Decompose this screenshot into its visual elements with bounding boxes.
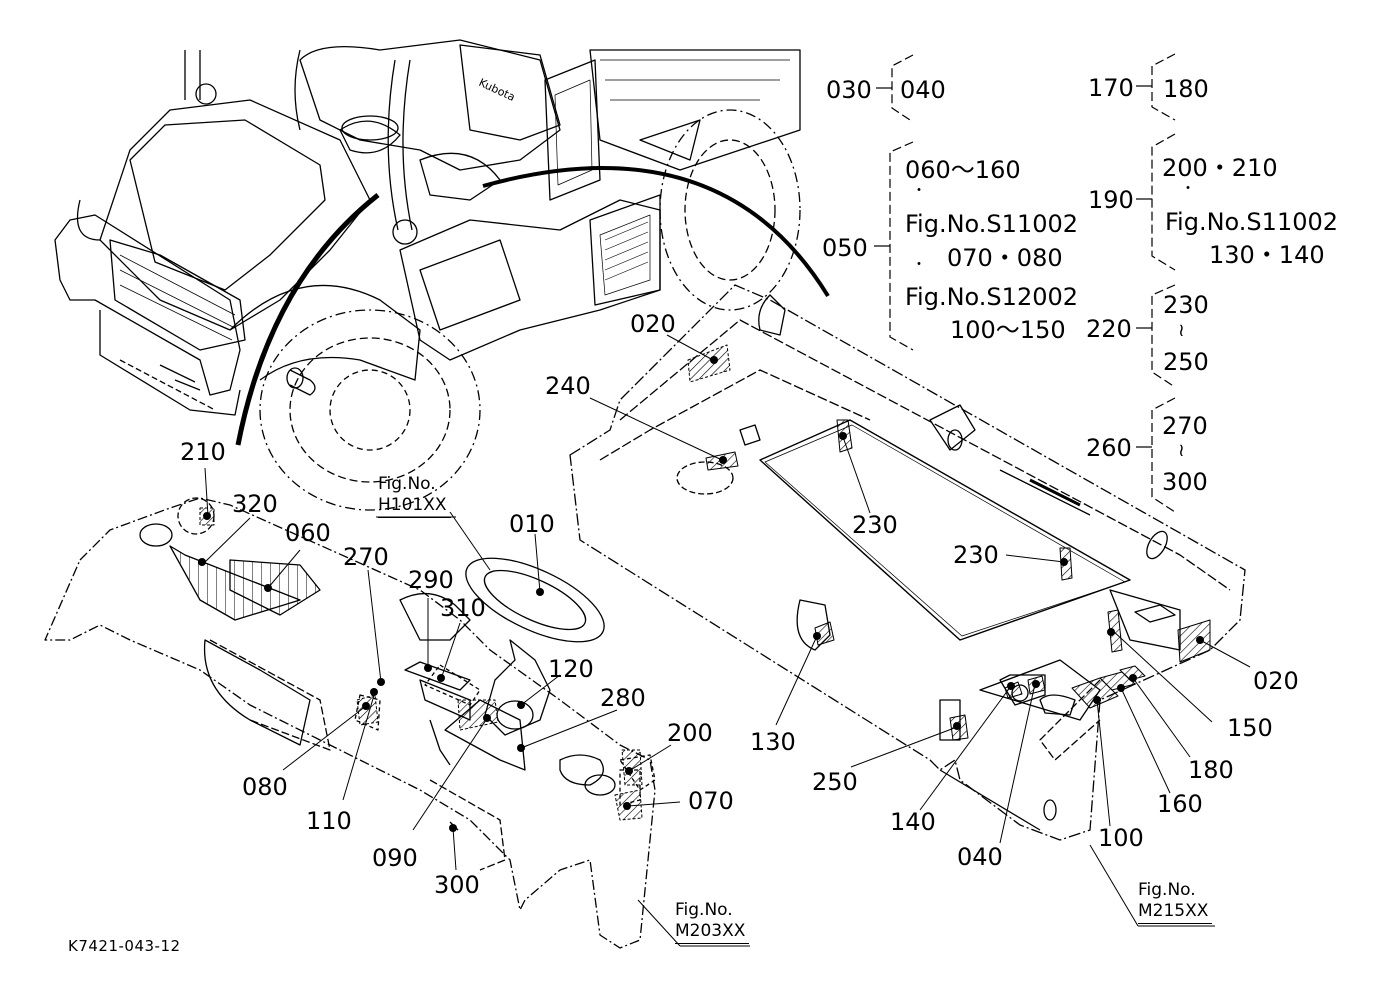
group-ticks xyxy=(874,85,1152,448)
callout-150: 150 xyxy=(1227,714,1273,742)
group-parent-220: 220 xyxy=(1086,315,1132,343)
group-parent-260: 260 xyxy=(1086,434,1132,462)
callout-230-right: 230 xyxy=(953,541,999,569)
callout-100: 100 xyxy=(1098,824,1144,852)
figure-ref-number: M203XX xyxy=(675,921,750,944)
group-item: 180 xyxy=(1163,75,1209,103)
leader-lines xyxy=(204,334,1251,947)
callout-280: 280 xyxy=(600,684,646,712)
group-item: 130・140 xyxy=(1209,241,1325,269)
group-range-tilde: ≀ xyxy=(1178,320,1185,341)
callout-240: 240 xyxy=(545,372,591,400)
drawing-code: K7421-043-12 xyxy=(68,937,181,955)
callout-110: 110 xyxy=(306,807,352,835)
callout-120: 120 xyxy=(548,655,594,683)
callout-270: 270 xyxy=(343,543,389,571)
group-item: 060～160 xyxy=(905,156,1021,184)
group-parent-050: 050 xyxy=(822,234,868,262)
callout-010: 010 xyxy=(509,510,555,538)
label-patches xyxy=(687,344,1211,741)
group-item: 100～150 xyxy=(950,316,1066,344)
callout-060: 060 xyxy=(285,519,331,547)
group-item: Fig.No.S12002 xyxy=(905,283,1079,311)
callout-dots xyxy=(198,356,1204,832)
cargo-bed-illustration xyxy=(569,284,1246,841)
group-parent-190: 190 xyxy=(1088,186,1134,214)
callout-180: 180 xyxy=(1188,756,1234,784)
group-item: 230 xyxy=(1163,291,1209,319)
figure-ref-m203xx[interactable]: Fig.No. M203XX xyxy=(675,900,750,944)
vehicle-illustration: Kubota xyxy=(54,39,801,511)
group-item: 270 xyxy=(1162,412,1208,440)
group-item: 250 xyxy=(1163,348,1209,376)
group-parent-030: 030 xyxy=(826,76,872,104)
figure-ref-number: M215XX xyxy=(1138,901,1213,924)
callout-310: 310 xyxy=(440,594,486,622)
callout-320: 320 xyxy=(232,490,278,518)
figure-ref-h101xx[interactable]: Fig.No. H101XX xyxy=(378,474,451,518)
callout-130: 130 xyxy=(750,728,796,756)
group-range-tilde: ≀ xyxy=(1178,440,1185,461)
callout-020-right: 020 xyxy=(1253,667,1299,695)
callout-070: 070 xyxy=(688,787,734,815)
callout-040: 040 xyxy=(957,843,1003,871)
callout-300: 300 xyxy=(434,871,480,899)
figure-ref-number: H101XX xyxy=(378,495,451,518)
group-separator-dot: ・ xyxy=(912,257,926,273)
group-item: 070・080 xyxy=(947,244,1063,272)
group-item: Fig.No.S11002 xyxy=(1165,208,1339,236)
group-item: 040 xyxy=(900,76,946,104)
group-separator-dot: ・ xyxy=(1181,181,1195,197)
group-parent-170: 170 xyxy=(1088,74,1134,102)
group-item: Fig.No.S11002 xyxy=(905,210,1079,238)
callout-200: 200 xyxy=(667,719,713,747)
group-item: 200・210 xyxy=(1162,154,1278,182)
callout-090: 090 xyxy=(372,844,418,872)
figure-ref-prefix: Fig.No. xyxy=(1138,880,1196,900)
callout-160: 160 xyxy=(1157,790,1203,818)
figure-ref-prefix: Fig.No. xyxy=(378,474,436,494)
callout-290: 290 xyxy=(408,566,454,594)
group-item: 300 xyxy=(1162,468,1208,496)
callout-230-left: 230 xyxy=(852,511,898,539)
callout-140: 140 xyxy=(890,808,936,836)
callout-210: 210 xyxy=(180,438,226,466)
callout-020-top: 020 xyxy=(630,310,676,338)
dash-label-patches xyxy=(199,507,643,821)
kubota-logo: Kubota xyxy=(477,76,517,104)
group-separator-dot: ・ xyxy=(912,183,926,199)
callout-080: 080 xyxy=(242,773,288,801)
connector-arc-left xyxy=(235,193,380,446)
connector-arc-right xyxy=(482,166,830,298)
callout-250: 250 xyxy=(812,768,858,796)
figure-ref-m215xx[interactable]: Fig.No. M215XX xyxy=(1138,880,1213,924)
figure-ref-prefix: Fig.No. xyxy=(675,900,733,920)
